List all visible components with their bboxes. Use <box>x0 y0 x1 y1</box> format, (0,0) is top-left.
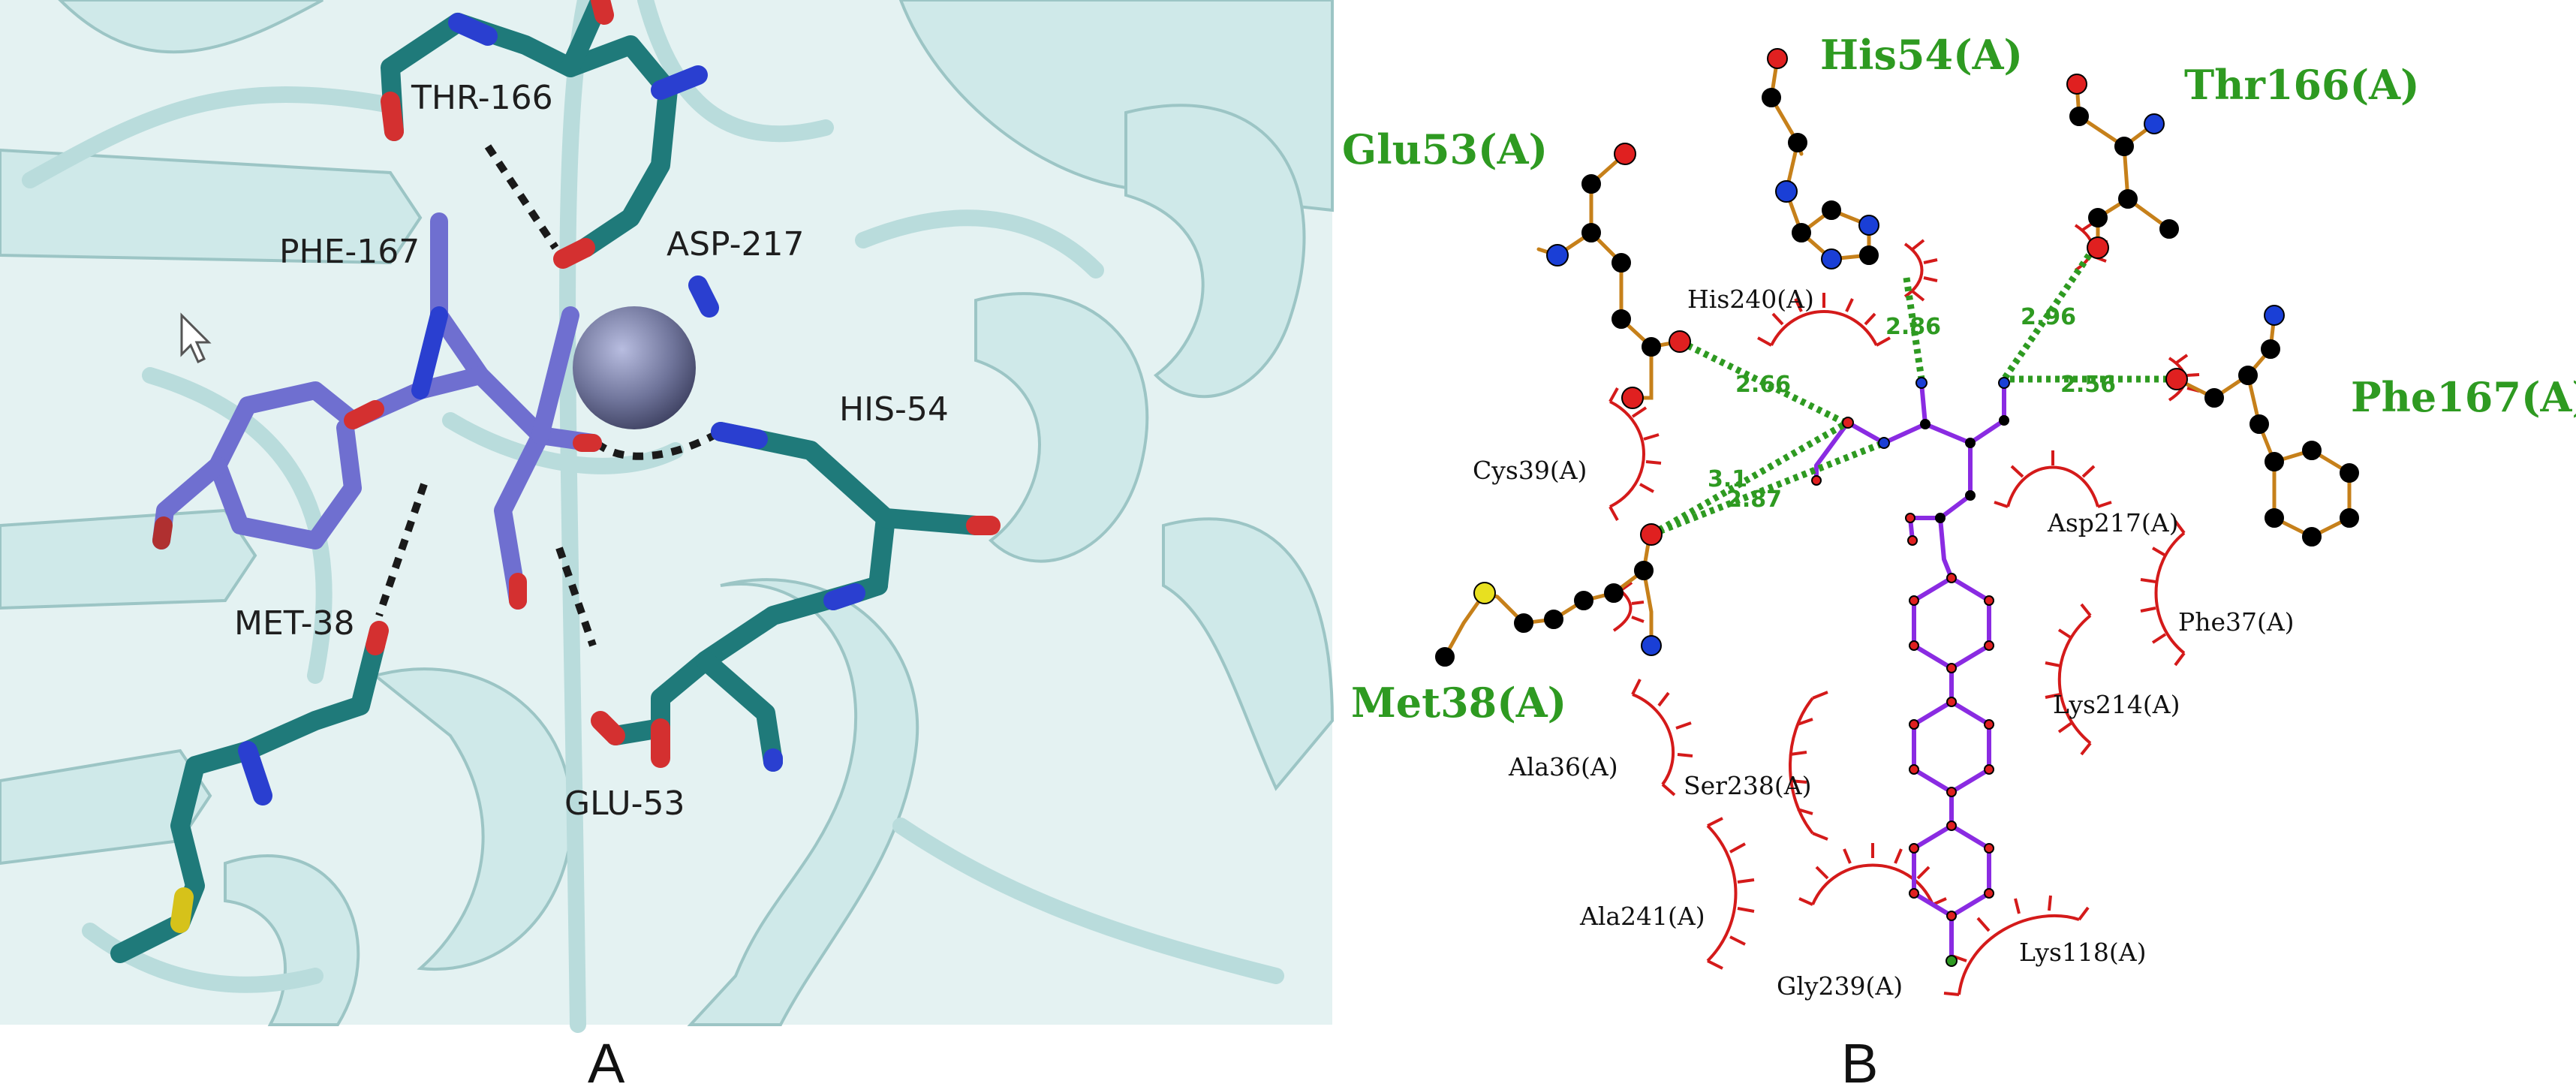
label-asp217: Asp217(A) <box>2047 508 2178 537</box>
heteroatom-tips-a <box>170 0 1001 933</box>
arc-asp217 <box>1994 450 2112 508</box>
distance-label: 2.87 <box>1726 486 1782 513</box>
distance-labels: 2.86 2.96 2.66 2.56 3.1 2.87 <box>1708 304 2116 513</box>
zinc-ion <box>573 306 696 429</box>
label-phe167-a: PHE-167 <box>279 233 420 271</box>
label-thr166-b: Thr166(A) <box>2184 61 2420 109</box>
distance-label: 2.96 <box>2021 304 2076 330</box>
panel-letter-b: B <box>1841 1032 1878 1087</box>
label-cys39: Cys39(A) <box>1473 456 1587 485</box>
arc-ala36 <box>1631 679 1693 796</box>
mouse-cursor-icon <box>180 312 212 364</box>
ligand-tips-a <box>152 306 602 610</box>
label-his54-b: His54(A) <box>1820 31 2023 79</box>
protein-ribbon <box>0 0 1335 1026</box>
arc-his54-small <box>1903 239 1938 302</box>
panel-b: 2.86 2.96 2.66 2.56 3.1 2.87 His54(A) Th… <box>1342 31 2576 1001</box>
distance-label: 2.56 <box>2060 372 2116 398</box>
distance-label: 2.66 <box>1735 372 1791 398</box>
hbond-lines-b <box>1649 245 2177 538</box>
ligand-atoms-b <box>1811 377 2010 967</box>
label-ser238: Ser238(A) <box>1684 771 1811 800</box>
label-ala36: Ala36(A) <box>1508 752 1618 781</box>
atoms-b <box>1435 48 2359 667</box>
hbond-residue-labels: His54(A) Thr166(A) Glu53(A) Phe167(A) Me… <box>1342 31 2576 727</box>
hydrophobic-arcs <box>1608 221 2200 996</box>
label-ala241: Ala241(A) <box>1579 902 1705 931</box>
teal-residues <box>110 0 993 963</box>
label-phe167-b: Phe167(A) <box>2351 373 2576 421</box>
arc-ala241 <box>1706 817 1755 970</box>
label-his54-a: HIS-54 <box>839 390 949 429</box>
label-glu53-b: Glu53(A) <box>1342 125 1548 173</box>
label-his240: His240(A) <box>1687 285 1814 314</box>
arc-phe37 <box>2140 519 2186 667</box>
label-asp217-a: ASP-217 <box>667 225 804 263</box>
arc-ser238 <box>1789 691 1828 841</box>
arc-cys39 <box>1608 387 1662 521</box>
label-lys118: Lys118(A) <box>2019 938 2146 967</box>
panel-letter-a: A <box>588 1032 625 1087</box>
panel-a-labels: THR-166 PHE-167 ASP-217 HIS-54 MET-38 GL… <box>234 79 949 823</box>
arc-lys118 <box>1943 895 2090 996</box>
hydrophobic-residue-labels: His240(A) Cys39(A) Asp217(A) Phe37(A) Ly… <box>1473 285 2295 1001</box>
distance-label: 2.86 <box>1885 314 1941 340</box>
label-glu53-a: GLU-53 <box>564 784 685 823</box>
residue-bonds <box>1443 56 2277 659</box>
label-thr166-a: THR-166 <box>411 79 553 117</box>
arc-gly239 <box>1798 843 1947 906</box>
hbond-dashes-a <box>375 144 723 647</box>
phe167-ring <box>2272 448 2352 539</box>
distance-label: 3.1 <box>1708 466 1747 492</box>
arc-his240 <box>1757 293 1891 347</box>
panel-a: THR-166 PHE-167 ASP-217 HIS-54 MET-38 GL… <box>0 0 1335 1033</box>
label-met38-a: MET-38 <box>234 604 354 643</box>
label-met38-b: Met38(A) <box>1351 679 1566 727</box>
label-phe37: Phe37(A) <box>2178 607 2295 637</box>
ligand-bonds <box>1814 381 2006 963</box>
label-gly239: Gly239(A) <box>1777 971 1903 1001</box>
label-lys214: Lys214(A) <box>2053 690 2180 719</box>
arc-lys214 <box>2045 603 2092 756</box>
